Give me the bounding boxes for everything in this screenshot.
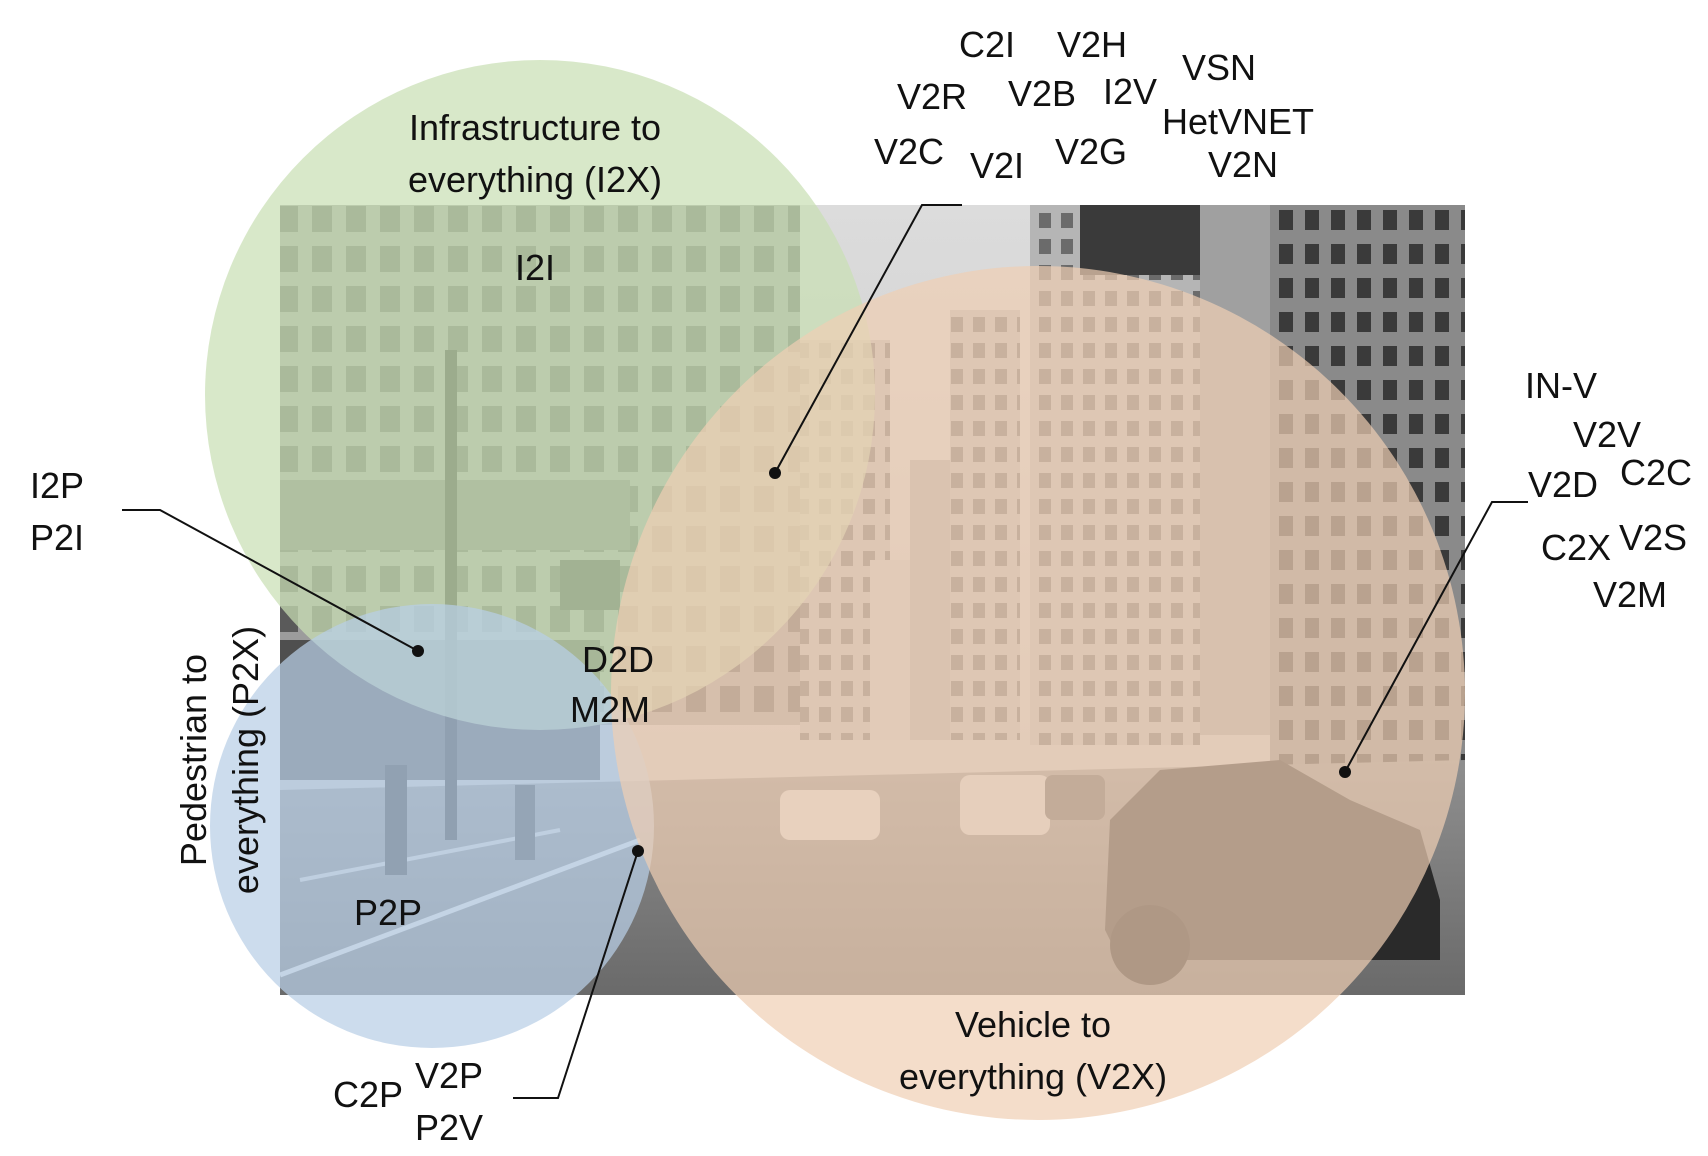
term-c2i: C2I [959, 24, 1015, 65]
term-v2v: V2V [1573, 414, 1641, 455]
term-vsn: VSN [1182, 47, 1256, 88]
term-v2m: V2M [1593, 574, 1667, 615]
v2x-title-line1: Vehicle to [955, 1004, 1111, 1045]
term-v2r: V2R [897, 76, 967, 117]
term-in-v: IN-V [1525, 365, 1597, 406]
label-p2i: P2I [30, 517, 84, 558]
term-hetvnet: HetVNET [1162, 101, 1314, 142]
label-c2p: C2P [333, 1074, 403, 1115]
leader-dot-v2p [632, 845, 644, 857]
label-v2p: V2P [415, 1055, 483, 1096]
term-v2n: V2N [1208, 144, 1278, 185]
label-p2v: P2V [415, 1107, 483, 1148]
i2x-title-line1: Infrastructure to [409, 107, 661, 148]
label-i2i: I2I [515, 247, 555, 288]
leader-dot-v2v [1339, 766, 1351, 778]
term-v2c: V2C [874, 131, 944, 172]
p2x-circle [210, 604, 654, 1048]
v2x-title-line2: everything (V2X) [899, 1056, 1167, 1097]
leader-lines [122, 204, 1528, 1099]
p2x-title-line1: Pedestrian to [173, 654, 214, 866]
label-d2d: D2D [582, 639, 654, 680]
term-v2g: V2G [1055, 131, 1127, 172]
term-c2c: C2C [1620, 452, 1692, 493]
label-i2p: I2P [30, 465, 84, 506]
leader-dot-i2p [412, 645, 424, 657]
i2x-title-line2: everything (I2X) [408, 159, 662, 200]
term-v2h: V2H [1057, 24, 1127, 65]
label-m2m: M2M [570, 689, 650, 730]
term-c2x: C2X [1541, 527, 1611, 568]
term-v2s: V2S [1619, 517, 1687, 558]
p2x-title-line2: everything (P2X) [225, 626, 266, 894]
leader-dot-v2i [769, 467, 781, 479]
term-i2v: I2V [1103, 71, 1157, 112]
label-p2p: P2P [354, 892, 422, 933]
v2x-circle [611, 266, 1465, 1120]
term-v2b: V2B [1008, 73, 1076, 114]
term-v2d: V2D [1528, 464, 1598, 505]
term-v2i: V2I [970, 145, 1024, 186]
